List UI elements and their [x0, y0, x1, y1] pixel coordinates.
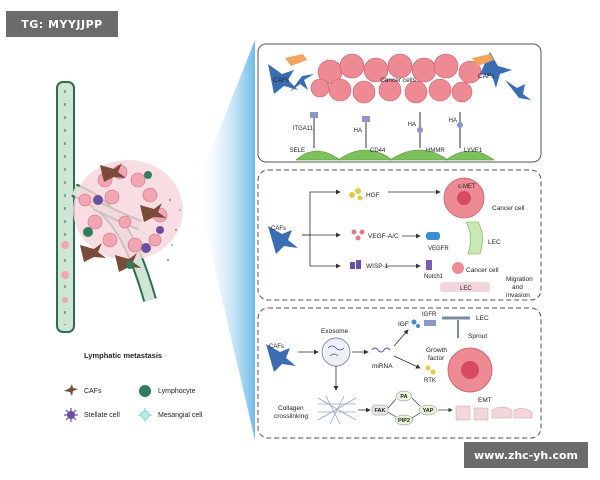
cancer-cell-1-nucleus	[457, 191, 471, 205]
legend-label-stellate: Stellate cell	[84, 411, 120, 419]
growth-factor-label-1: Growth	[426, 347, 447, 354]
fak-node	[371, 404, 389, 416]
legend-label-cafs: CAFs	[84, 387, 102, 395]
igfr-label: IGFR	[422, 312, 437, 318]
vegfr-receptor	[426, 232, 440, 240]
caf-cell-icon	[64, 384, 78, 396]
hgf-label: HGF	[366, 192, 380, 199]
sprout-label: Sprout	[468, 333, 487, 340]
branch-arrows-panel2	[302, 189, 441, 269]
ligand-label-4: LYVE1	[464, 148, 483, 154]
vegf-molecules	[351, 229, 365, 241]
rtk-label: RTK	[424, 378, 436, 384]
collagen-mesh	[317, 395, 357, 425]
emt-cells	[455, 405, 533, 421]
legend-label-lymphocyte: Lymphocyte	[158, 387, 196, 395]
cancer-cell-2-label: Cancer cell	[466, 267, 499, 274]
notch-receptor	[426, 260, 432, 270]
panel-paracrine	[257, 169, 542, 301]
lec-label-1: LEC	[488, 239, 501, 246]
lymphatic-metastasis-title: Lymphatic metastasis	[84, 351, 163, 360]
yap-node	[418, 404, 438, 416]
igf-molecules	[411, 319, 420, 328]
lec-cell-2	[440, 282, 490, 292]
signaling-arrows	[387, 397, 453, 419]
growth-factor-molecules	[425, 365, 436, 375]
migration-label-1: Migration	[506, 276, 533, 283]
lec-label-2: LEC	[460, 286, 472, 292]
receptor-heads	[310, 112, 463, 133]
wisp-label: WISP-1	[366, 263, 389, 270]
caf-cell-panel3	[266, 344, 296, 372]
mirna-label: miRNA	[372, 363, 393, 370]
pip2-node	[394, 414, 414, 426]
exosome-vesicle	[321, 337, 351, 367]
cafs-label-panel3: CAFs	[269, 344, 284, 350]
orange-cafs-panel1	[285, 54, 494, 66]
exosome-label: Exosome	[321, 328, 348, 335]
legend-label-mesangial: Mesangial cell	[158, 411, 203, 419]
cancer-cell-cluster	[310, 53, 482, 104]
cafs-label-panel2: CAFs	[271, 226, 286, 232]
igf-label: IGF	[398, 321, 409, 328]
pa-label: PA	[400, 394, 407, 400]
lec-cell-1	[465, 221, 483, 255]
cmet-label: c-MET	[458, 184, 476, 190]
mirna-strand	[371, 347, 391, 353]
receptor-label-1: ITGA11	[293, 126, 314, 132]
pa-node	[395, 390, 413, 402]
cancer-cells-label: Cancer cells	[380, 77, 417, 84]
legend-stellate: Stellate cell	[64, 408, 120, 422]
collagen-label-2: crosslinking	[274, 413, 308, 420]
cafs-label-right: CAFs	[478, 73, 495, 80]
stellate-cell-icon	[64, 408, 78, 422]
migration-label-3: invasion	[506, 292, 530, 299]
pip2-label: PIP2	[398, 418, 410, 424]
cancer-cell-panel3-nucleus	[461, 361, 479, 379]
legend-mesangial: Mesangial cell	[138, 408, 202, 422]
caf-cell-panel2	[268, 226, 298, 254]
arrow-to-growth-factor	[393, 355, 421, 369]
fak-label: FAK	[375, 408, 386, 414]
cafs-label-left: CAFs	[273, 77, 290, 84]
legend-lymphocyte: Lymphocyte	[138, 384, 195, 398]
yap-label: YAP	[423, 408, 434, 414]
zoom-beam	[196, 40, 255, 440]
lec-label-panel3: LEC	[476, 315, 489, 322]
endothelium-cells	[295, 149, 495, 161]
vegfr-label: VEGFR	[428, 246, 449, 252]
mesangial-cell-icon	[138, 408, 152, 422]
watermark-bottom: www.zhc-yh.com	[464, 442, 588, 468]
notch-label: Notch1	[424, 274, 444, 280]
lymph-vessel-illustration	[56, 81, 183, 333]
migration-label-2: and	[512, 284, 523, 291]
receptor-label-2: HA	[354, 128, 362, 134]
receptor-label-3: HA	[408, 122, 416, 128]
cancer-cell-2	[452, 262, 464, 274]
arrow-to-igf	[393, 329, 409, 347]
emt-label: EMT	[478, 397, 492, 404]
legend-cafs: CAFs	[64, 384, 102, 398]
igfr-receptor	[424, 320, 436, 326]
growth-factor-label-2: factor	[428, 355, 445, 362]
ligand-label-2: CD44	[370, 148, 386, 154]
exosome-contents	[327, 345, 345, 357]
ligand-label-1: SELE	[290, 148, 305, 154]
vegf-label: VEGF-A/C	[368, 233, 399, 240]
cancer-cell-1-label: Cancer cell	[492, 205, 525, 212]
ligand-label-3: HMMR	[426, 148, 445, 154]
watermark-top: TG: MYYJJPP	[6, 11, 118, 37]
collagen-label-1: Collagen	[278, 405, 304, 412]
lymphocyte-icon	[139, 385, 151, 397]
receptor-label-4: HA	[449, 118, 457, 124]
hgf-molecules	[349, 188, 363, 201]
wisp-molecules	[350, 260, 361, 269]
